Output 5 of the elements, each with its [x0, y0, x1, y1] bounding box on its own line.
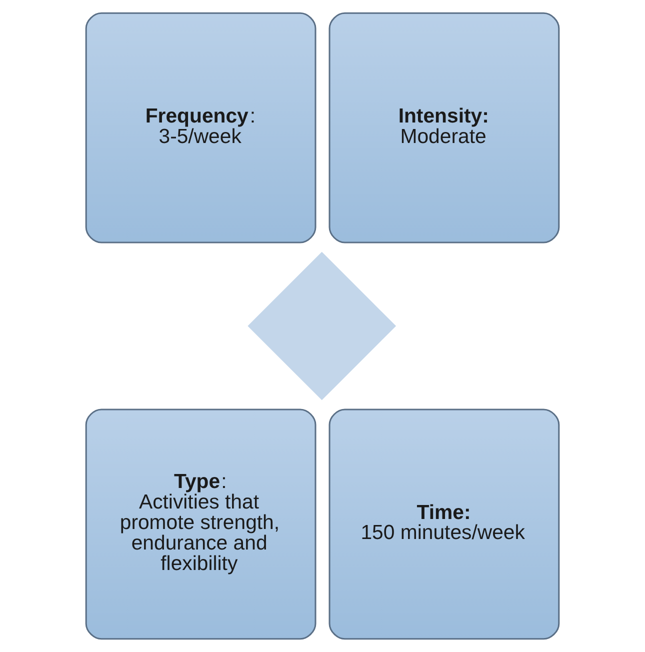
node-diamond — [248, 252, 396, 400]
node-box: Frequency: 3-5/week — [85, 12, 316, 244]
node-box: Type: Activities that promote strength, endurance and flexibility — [85, 408, 316, 640]
node-box: Time: 150 minutes/week — [328, 408, 560, 640]
node-box: Intensity: Moderate — [328, 12, 560, 244]
